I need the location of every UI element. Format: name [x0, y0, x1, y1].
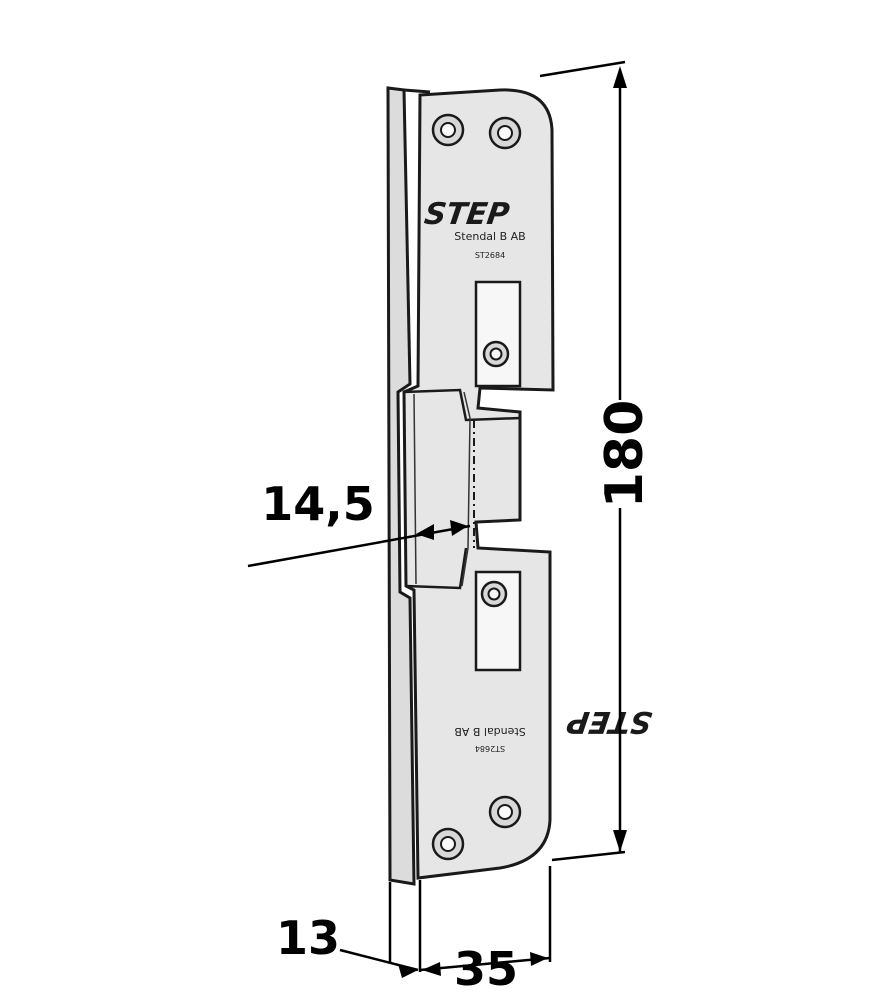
height-dimension-label: 180	[595, 400, 655, 509]
height-dimension	[539, 60, 627, 862]
maker-mark-bottom: Stendal B AB	[454, 725, 525, 738]
opening-dimension-label: 14,5	[261, 477, 375, 531]
opening-dimension	[247, 520, 471, 568]
width-dimension	[418, 866, 552, 976]
width-dimension-label: 35	[454, 942, 518, 996]
screw-hole-icon	[431, 113, 465, 147]
lip-dimension-label: 13	[276, 911, 340, 965]
screw-hole-icon	[431, 827, 465, 861]
screw-hole-icon	[480, 580, 508, 608]
lip-dimension	[339, 882, 419, 978]
brand-mark-bottom: STEP	[565, 704, 654, 739]
screw-hole-icon	[488, 116, 522, 150]
screw-hole-icon	[482, 340, 510, 368]
screw-hole-icon	[488, 795, 522, 829]
code-mark-bottom: ST2684	[475, 744, 505, 753]
code-mark-top: ST2684	[475, 251, 505, 260]
upper-slot	[474, 280, 522, 388]
brand-mark-top: STEP	[422, 197, 511, 232]
maker-mark-top: Stendal B AB	[454, 230, 525, 243]
side-flange	[386, 86, 431, 886]
